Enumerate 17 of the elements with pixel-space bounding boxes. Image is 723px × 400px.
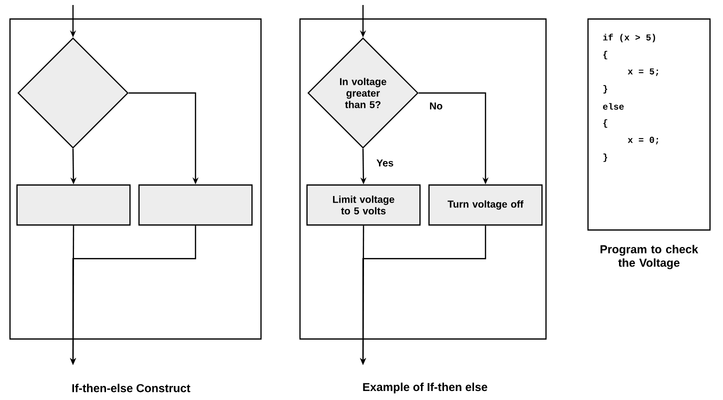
panel-caption: If-then-else Construct <box>72 384 190 392</box>
edge-label: Yes <box>376 160 394 166</box>
panel-caption: Example of If-then else <box>363 382 488 394</box>
process-box: Limit voltage to 5 volts <box>306 184 421 226</box>
code-line: if (x > 5) <box>603 34 656 42</box>
code-line: { <box>603 119 608 128</box>
process-box <box>16 184 131 226</box>
code-line: else <box>603 103 624 110</box>
edge-label: No <box>430 102 442 110</box>
process-box: Turn voltage off <box>428 184 543 226</box>
code-line: } <box>603 154 608 162</box>
process-box <box>138 184 253 226</box>
code-line: x = 0; <box>628 136 658 144</box>
code-line: } <box>603 85 608 94</box>
code-caption: Program to check the Voltage <box>600 244 698 270</box>
code-line: { <box>603 50 608 60</box>
code-line: x = 5; <box>628 68 658 76</box>
